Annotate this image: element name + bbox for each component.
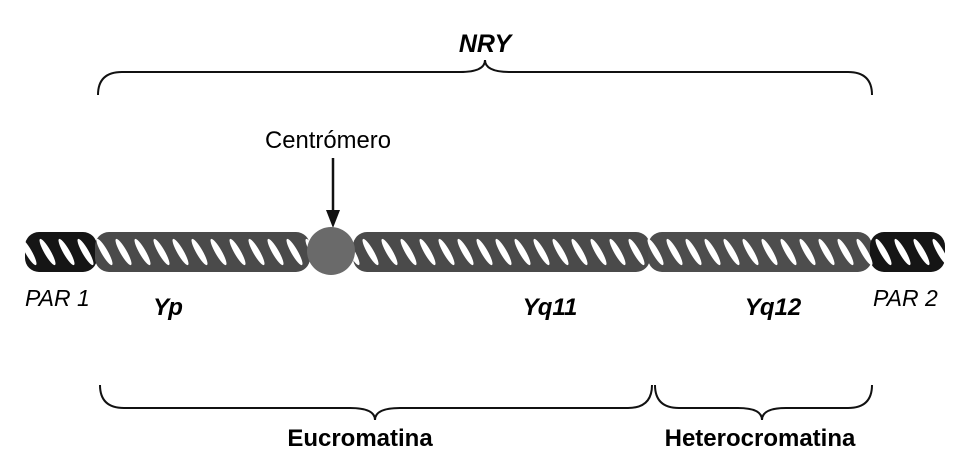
euchromatin-label: Eucromatina	[287, 425, 433, 452]
yq12-label: Yq12	[745, 294, 802, 321]
heterochromatin-brace	[654, 384, 873, 421]
par1-label: PAR 1	[25, 285, 90, 311]
heterochromatin-label: Heterocromatina	[665, 425, 856, 452]
centromere	[307, 227, 355, 275]
nry-label: NRY	[459, 30, 514, 58]
centromere-label: Centrómero	[265, 127, 391, 154]
par2-label: PAR 2	[873, 285, 938, 311]
nry-brace	[97, 59, 873, 96]
yp-label: Yp	[153, 294, 183, 321]
yq11-label: Yq11	[523, 294, 578, 321]
centromere-arrow	[326, 158, 340, 228]
chromatin-helix	[20, 227, 950, 276]
euchromatin-brace	[99, 384, 653, 421]
